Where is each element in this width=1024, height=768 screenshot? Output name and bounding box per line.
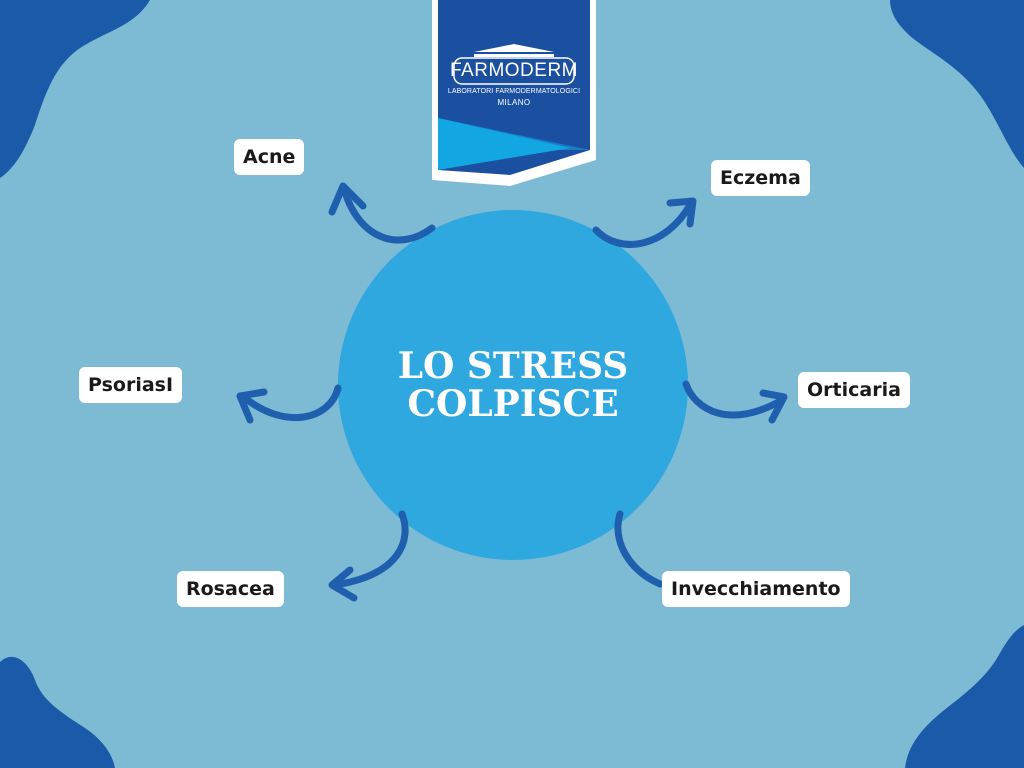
label-acne: Acne bbox=[234, 139, 305, 175]
label-orticaria: Orticaria bbox=[798, 372, 910, 408]
arrow-rosacea bbox=[331, 510, 409, 589]
arrow-eczema bbox=[592, 201, 694, 248]
arrow-eczema-head bbox=[666, 197, 697, 228]
logo-brand-text: FARMODERM bbox=[450, 60, 578, 81]
corner-blob-top-left bbox=[0, 0, 150, 178]
arrow-psoriasi-head bbox=[236, 388, 268, 424]
label-rosacea: Rosacea bbox=[177, 571, 284, 607]
label-invecchiamento: Invecchiamento bbox=[662, 571, 850, 607]
logo-subtitle: LABORATORI FARMODERMATOLOGICI bbox=[447, 88, 581, 95]
arrow-rosacea-head bbox=[328, 566, 358, 602]
arrow-invecchiamento bbox=[614, 510, 664, 588]
logo-city: MILANO bbox=[497, 98, 531, 107]
label-eczema: Eczema bbox=[711, 160, 810, 196]
arrow-acne-head bbox=[328, 182, 367, 216]
farmoderm-logo bbox=[432, 0, 596, 186]
arrow-orticaria-head bbox=[759, 389, 788, 424]
corner-blob-bottom-right bbox=[905, 625, 1024, 768]
corner-blob-top-right bbox=[890, 0, 1024, 168]
label-psoriasi: PsoriasI bbox=[79, 367, 183, 403]
arrow-orticaria bbox=[682, 380, 786, 419]
center-node: LO STRESS COLPISCE bbox=[338, 210, 688, 560]
arrow-psoriasi bbox=[241, 384, 342, 422]
arrow-acne bbox=[341, 188, 436, 244]
corner-blob-bottom-left bbox=[0, 656, 115, 768]
center-title: LO STRESS COLPISCE bbox=[397, 345, 629, 425]
